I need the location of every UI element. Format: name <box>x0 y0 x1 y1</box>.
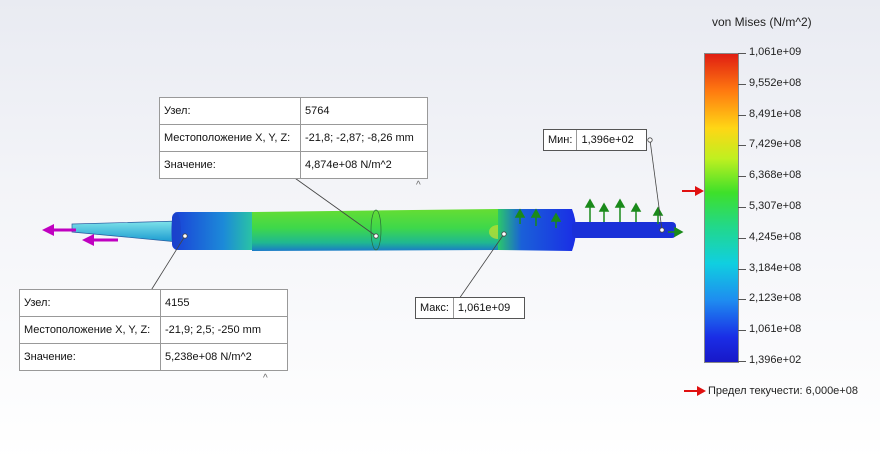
min-value: 1,396e+02 <box>581 134 634 146</box>
value-value: 4,874e+08 N/m^2 <box>300 151 428 179</box>
node-label: Узел: <box>159 97 301 125</box>
left-sleeve <box>172 212 258 250</box>
yield-strength-label: Предел текучести: 6,000e+08 <box>708 385 858 397</box>
legend-label: 1,061e+09 <box>749 46 802 58</box>
node-value: 5764 <box>300 97 428 125</box>
node-value: 4155 <box>160 289 288 317</box>
legend-label: 6,368e+08 <box>749 169 802 182</box>
probe-table-top[interactable]: Узел: 5764 Местоположение X, Y, Z: -21,8… <box>159 97 428 179</box>
shaft-joint <box>370 209 382 251</box>
location-label: Местоположение X, Y, Z: <box>159 124 301 152</box>
collapse-caret-top[interactable]: ^ <box>416 180 421 191</box>
fixture-arrow-icon <box>514 198 684 238</box>
legend-title: von Mises (N/m^2) <box>712 15 812 29</box>
legend-label: 3,184e+08 <box>749 261 802 274</box>
probe-row-value: Значение: 5,238e+08 N/m^2 <box>19 343 288 371</box>
legend-tick <box>738 361 746 362</box>
location-value: -21,9; 2,5; -250 mm <box>160 316 288 344</box>
legend-tick <box>738 145 746 147</box>
legend-label: 2,123e+08 <box>749 292 802 305</box>
legend-label: 4,245e+08 <box>749 230 802 243</box>
probe-row-value: Значение: 4,874e+08 N/m^2 <box>159 151 428 179</box>
legend-label: 7,429e+08 <box>749 138 802 151</box>
legend-label: 9,552e+08 <box>749 76 802 89</box>
force-arrow-icon <box>42 224 118 246</box>
main-shaft <box>252 209 502 251</box>
max-tag[interactable]: Макс: 1,061e+09 <box>415 297 526 319</box>
max-label: Макс: <box>416 298 454 318</box>
probe-row-node: Узел: 5764 <box>159 97 428 125</box>
legend-tick <box>738 114 746 116</box>
legend-label: 5,307e+08 <box>749 200 802 212</box>
legend-label: 8,491e+08 <box>749 107 802 120</box>
location-value: -21,8; -2,87; -8,26 mm <box>300 124 428 152</box>
legend-label: 1,396e+02 <box>749 354 802 366</box>
yield-arrow-icon <box>682 186 704 196</box>
right-tip <box>572 222 676 238</box>
probe-row-node: Узел: 4155 <box>19 289 288 317</box>
legend-tick <box>738 53 746 54</box>
probe-row-location: Местоположение X, Y, Z: -21,8; -2,87; -8… <box>159 124 428 152</box>
legend-tick <box>738 207 746 208</box>
probe-row-location: Местоположение X, Y, Z: -21,9; 2,5; -250… <box>19 316 288 344</box>
legend-tick <box>738 330 746 332</box>
min-label: Мин: <box>544 130 578 150</box>
legend-label: 1,061e+08 <box>749 323 802 336</box>
legend-color-bar <box>704 53 739 363</box>
yield-legend-arrow-icon <box>684 386 706 396</box>
legend-tick <box>738 268 746 270</box>
location-label: Местоположение X, Y, Z: <box>19 316 161 344</box>
max-value: 1,061e+09 <box>457 302 511 314</box>
value-value: 5,238e+08 N/m^2 <box>160 343 288 371</box>
probe-table-bottom[interactable]: Узел: 4155 Местоположение X, Y, Z: -21,9… <box>19 289 288 371</box>
legend-tick <box>738 299 746 301</box>
legend-tick <box>738 176 746 178</box>
min-tag[interactable]: Мин: 1,396e+02 <box>543 129 647 151</box>
value-label: Значение: <box>159 151 301 179</box>
legend-tick <box>738 83 746 85</box>
legend-tick <box>738 237 746 239</box>
node-label: Узел: <box>19 289 161 317</box>
collapse-caret-bottom[interactable]: ^ <box>263 373 268 384</box>
value-label: Значение: <box>19 343 161 371</box>
